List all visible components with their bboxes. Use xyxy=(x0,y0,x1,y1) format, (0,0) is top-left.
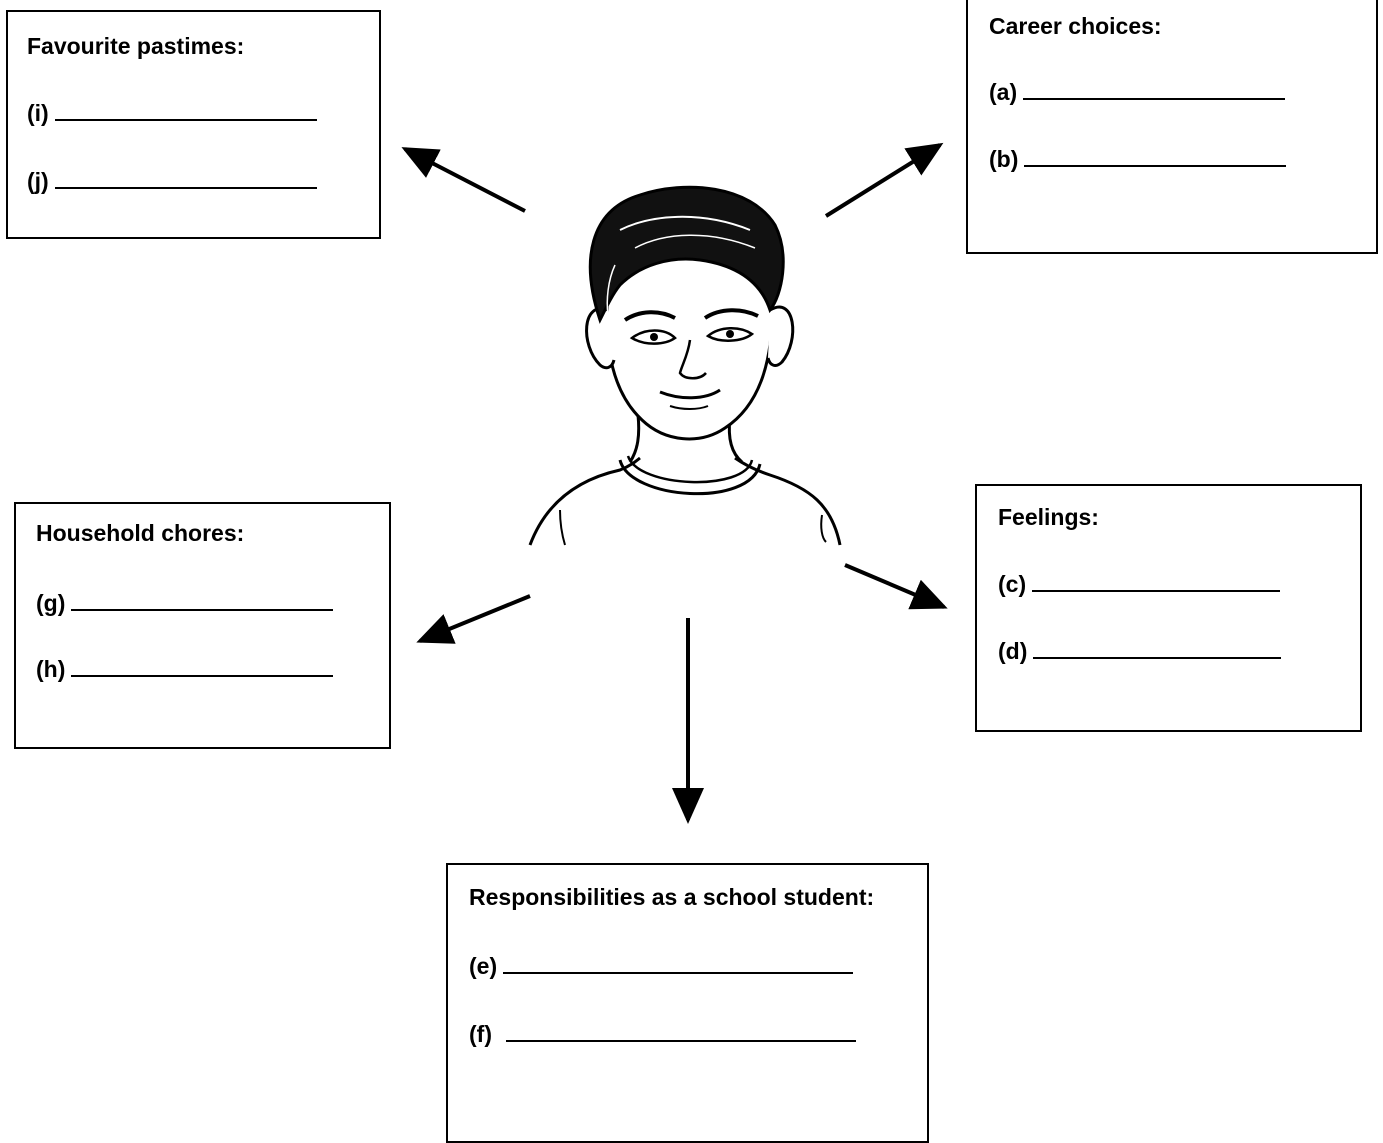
feelings-title: Feelings: xyxy=(998,504,1099,530)
feelings-box: Feelings: (c) (d) xyxy=(975,484,1362,732)
chores-item-h: (h) xyxy=(36,656,334,683)
career-item-a: (a) xyxy=(989,79,1286,106)
item-label: (b) xyxy=(989,146,1019,172)
item-label: (g) xyxy=(36,590,66,616)
career-title: Career choices: xyxy=(989,13,1162,39)
career-item-b: (b) xyxy=(989,146,1287,173)
responsibilities-box: Responsibilities as a school student: (e… xyxy=(446,863,929,1143)
answer-blank[interactable] xyxy=(1023,80,1286,100)
pastimes-item-i: (i) xyxy=(27,100,317,127)
item-label: (c) xyxy=(998,571,1027,597)
responsibilities-item-e: (e) xyxy=(469,953,854,980)
boy-portrait-icon xyxy=(528,185,842,546)
chores-item-g: (g) xyxy=(36,590,334,617)
arrow-to-pastimes xyxy=(401,147,526,213)
feelings-item-d: (d) xyxy=(998,638,1282,665)
arrow-to-feelings xyxy=(844,563,948,610)
item-label: (a) xyxy=(989,79,1018,105)
answer-blank[interactable] xyxy=(1032,572,1281,592)
item-label: (f) xyxy=(469,1021,492,1047)
pastimes-item-j: (j) xyxy=(27,168,317,195)
career-box: Career choices: (a) (b) xyxy=(966,0,1378,254)
chores-title: Household chores: xyxy=(36,520,245,546)
responsibilities-item-f: (f) xyxy=(469,1021,856,1048)
item-label: (d) xyxy=(998,638,1028,664)
item-label: (i) xyxy=(27,100,49,126)
pastimes-title: Favourite pastimes: xyxy=(27,33,245,59)
item-label: (j) xyxy=(27,168,49,194)
item-label: (h) xyxy=(36,656,66,682)
answer-blank[interactable] xyxy=(1024,147,1287,167)
answer-blank[interactable] xyxy=(71,591,334,611)
answer-blank[interactable] xyxy=(1033,639,1282,659)
feelings-item-c: (c) xyxy=(998,571,1281,598)
answer-blank[interactable] xyxy=(71,657,334,677)
responsibilities-title: Responsibilities as a school student: xyxy=(469,884,875,910)
arrow-to-chores xyxy=(416,594,531,644)
answer-blank[interactable] xyxy=(503,954,854,974)
answer-blank[interactable] xyxy=(54,169,317,189)
item-label: (e) xyxy=(469,953,498,979)
arrow-to-career xyxy=(824,142,944,218)
chores-box: Household chores: (g) (h) xyxy=(14,502,391,749)
pastimes-box: Favourite pastimes: (i) (j) xyxy=(6,10,381,239)
answer-blank[interactable] xyxy=(54,101,317,121)
answer-blank[interactable] xyxy=(505,1022,856,1042)
